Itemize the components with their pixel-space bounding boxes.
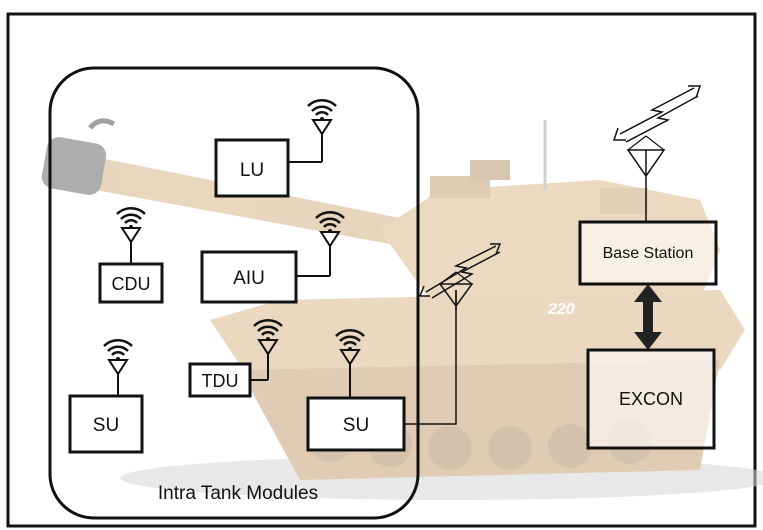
aiu-label: AIU (233, 268, 265, 289)
cdu-label: CDU (112, 274, 151, 294)
base-station-label: Base Station (603, 245, 694, 262)
antenna-icon-cdu (116, 207, 146, 244)
lu-box (214, 138, 290, 198)
su-left-box (68, 394, 144, 454)
excon-label: EXCON (619, 389, 683, 409)
antenna-icon-su-right (335, 329, 365, 366)
antenna-icon-lu (307, 99, 337, 136)
su-left-label: SU (93, 415, 119, 436)
antenna-icon-aiu (315, 211, 345, 248)
antenna-icon-tdu (253, 319, 283, 356)
tank-wireless-link-icon (418, 243, 502, 299)
lu-label: LU (240, 160, 264, 181)
intra-tank-group (48, 66, 420, 520)
excon-box (586, 348, 716, 450)
svg-text:220: 220 (547, 301, 575, 318)
tdu-label: TDU (202, 371, 239, 391)
aiu-box (200, 250, 298, 304)
base-wireless-link-icon (612, 85, 702, 143)
base-antenna-icon (626, 135, 666, 222)
group-label: Intra Tank Modules (158, 483, 318, 504)
base-station-box (578, 220, 718, 286)
tdu-box (188, 362, 252, 398)
su-right-label: SU (343, 415, 369, 436)
bidirectional-arrow-icon (634, 284, 662, 350)
antenna-icon-su-left (103, 339, 133, 376)
